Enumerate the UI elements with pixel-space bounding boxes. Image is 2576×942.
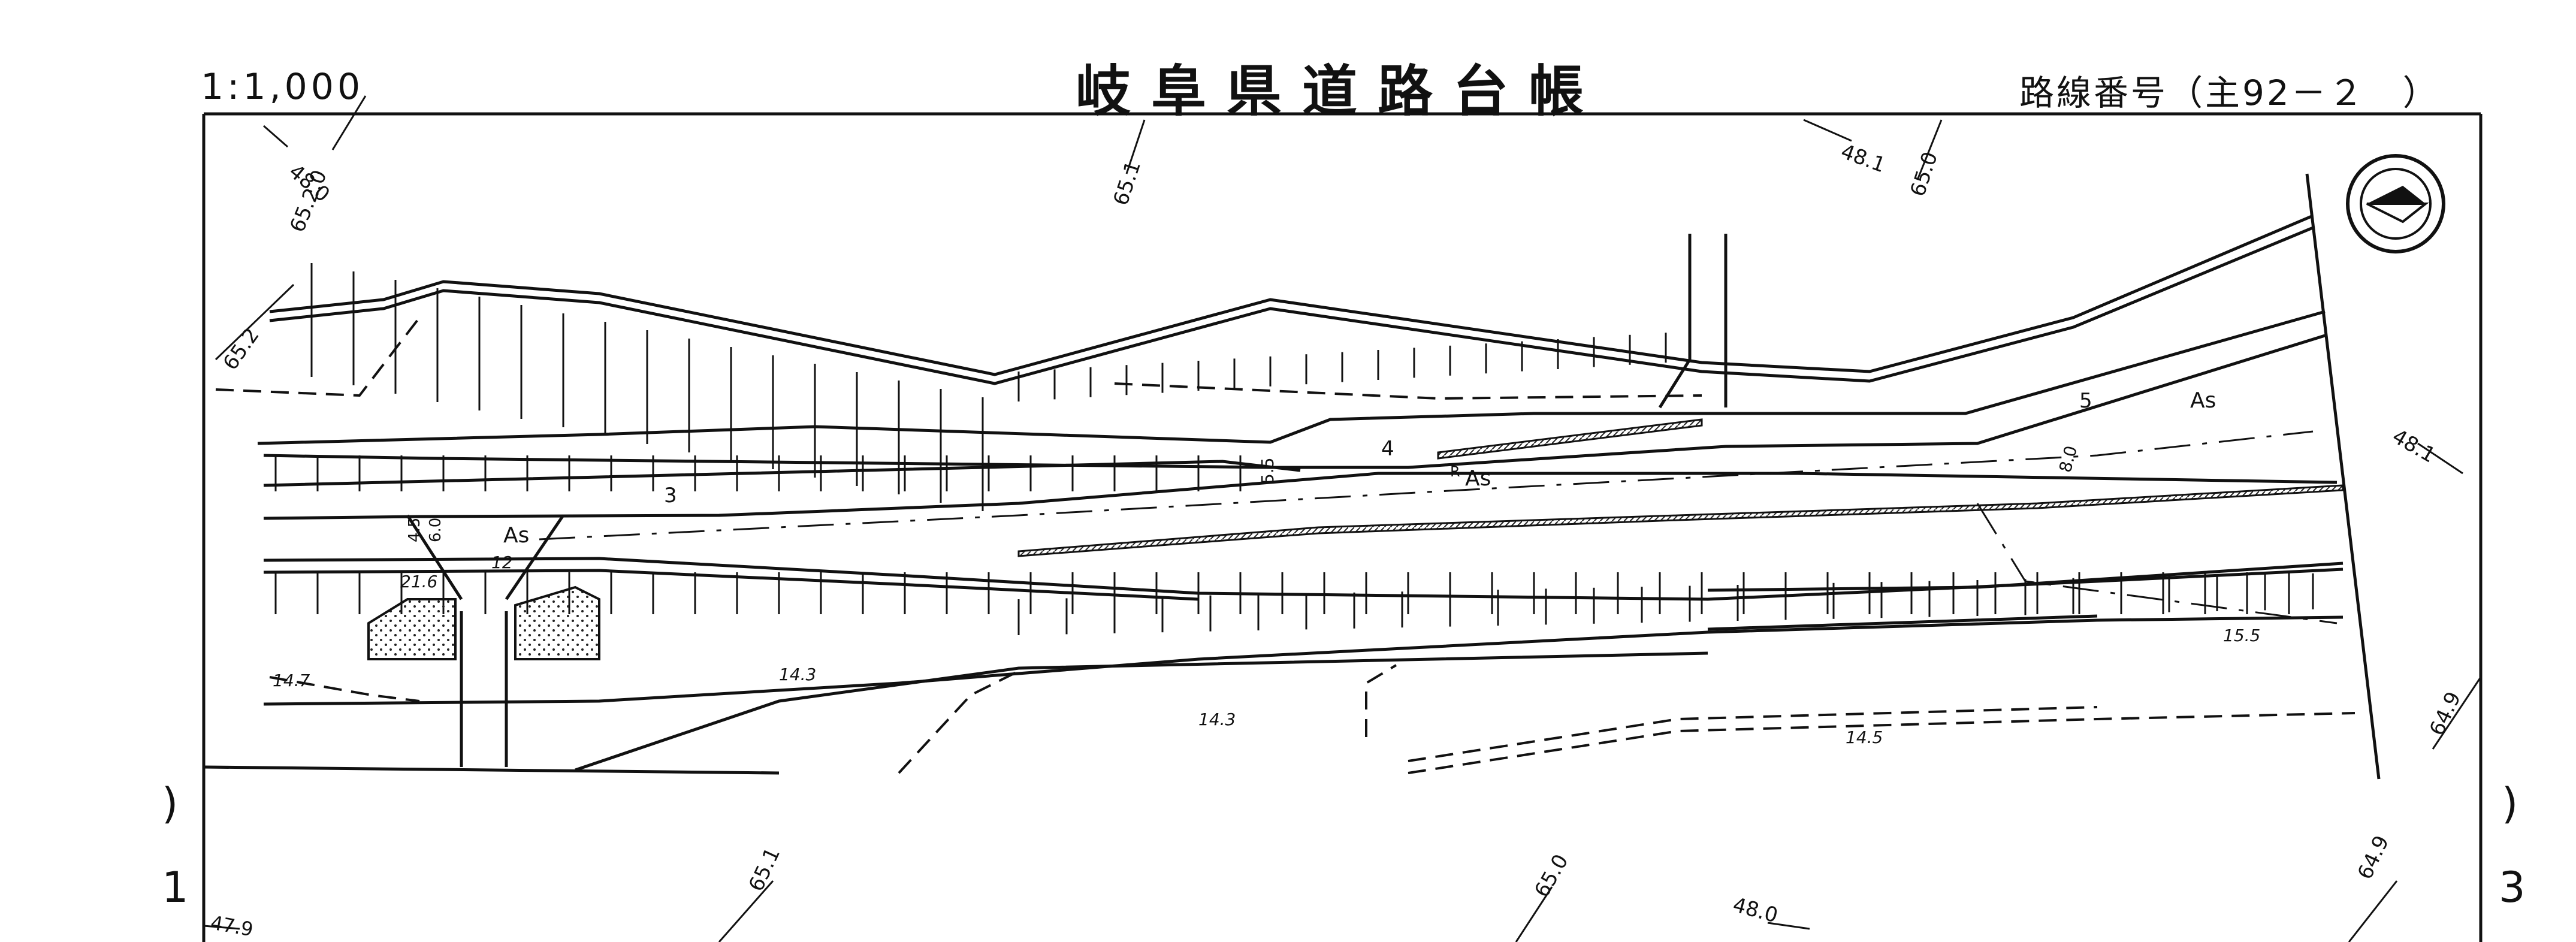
drainage-channel (1658, 234, 1728, 409)
contour-label: 48.1 (1838, 140, 1889, 177)
surface-label-as: As (503, 523, 529, 548)
elevation-label: 15.5 (2223, 626, 2260, 645)
map-scale: 1:1,000 (201, 66, 364, 108)
dimension-label: 4.5 (406, 518, 424, 542)
slope-marks (274, 263, 2314, 635)
parcel-right (514, 585, 600, 660)
lane-number: 3 (664, 484, 677, 508)
center-lines (539, 430, 2338, 624)
contour-label: 65.1 (1109, 158, 1146, 208)
contour-label: 64.9 (2353, 832, 2394, 883)
dimension-label: 8.0 (2055, 443, 2081, 475)
contour-leaders (203, 95, 2482, 942)
contour-label: 48.0 (1731, 893, 1780, 928)
map-edge-right (2305, 173, 2381, 780)
contour-label: 48.1 (2388, 424, 2440, 467)
boundary-lines (215, 316, 2355, 774)
width-label: 21.6 (400, 572, 437, 591)
contour-label: 65.0 (1906, 149, 1943, 199)
sheet-paren-right: ) (2502, 779, 2518, 828)
contour-label: 65.1 (744, 844, 785, 895)
north-arrow-icon (2346, 154, 2445, 253)
elevation-label: 14.7 (273, 671, 310, 690)
dimension-label: 5.5 (1258, 457, 1278, 484)
elevation-label: 14.5 (1846, 727, 1883, 747)
lane-number: 5 (2079, 389, 2092, 413)
curb-hatch (1017, 484, 2344, 557)
lane-number: 4 (1381, 437, 1394, 461)
cross-street (406, 514, 565, 767)
parcel-left (367, 598, 457, 660)
contour-label: 47.9 (209, 911, 255, 941)
contour-label: 65.0 (1530, 850, 1573, 902)
width-label: 12 (491, 552, 513, 572)
surface-label-as: As (1465, 466, 1491, 491)
lower-road-edges (203, 557, 2344, 775)
upper-road-edges (257, 214, 2338, 520)
dimension-label: 6.0 (427, 518, 445, 542)
contour-label: 64.9 (2425, 688, 2466, 739)
map-frame (202, 112, 2483, 942)
elevation-label: 14.3 (1198, 709, 1236, 729)
curb-hatch-2 (1437, 418, 1703, 460)
route-number: 路線番号（主92－２ ） (2019, 73, 2440, 113)
sheet-number-left: 1 (162, 863, 189, 912)
sheet-number-right: 3 (2499, 863, 2526, 912)
elevation-label: 14.3 (779, 665, 816, 684)
marker-r: R (1450, 463, 1460, 480)
surface-label-as: As (2190, 388, 2216, 413)
sheet-paren-left: ) (162, 779, 179, 828)
